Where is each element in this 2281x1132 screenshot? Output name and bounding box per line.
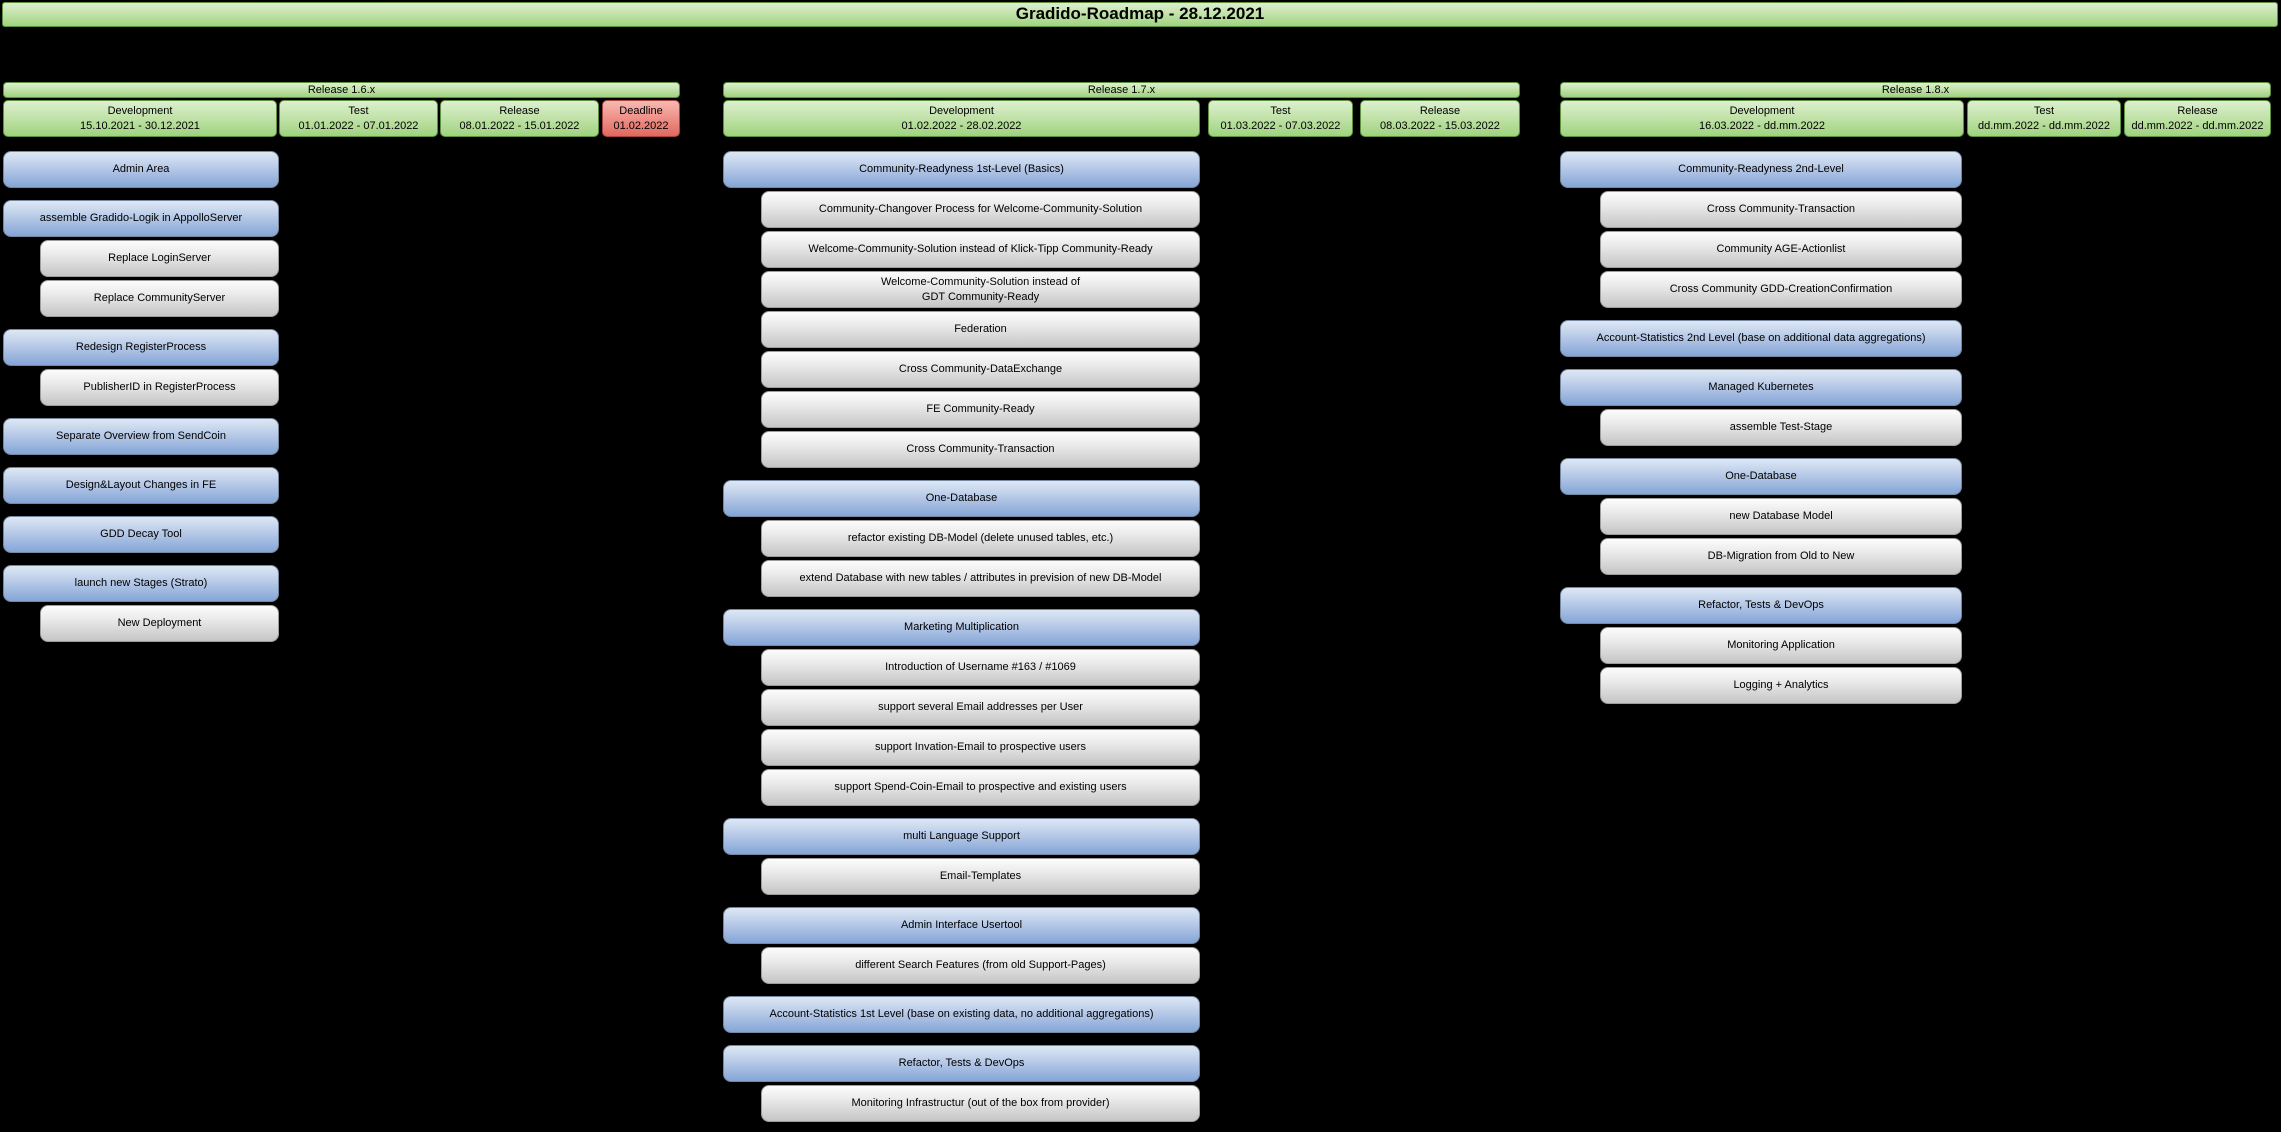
task-subtask: PublisherID in RegisterProcess (40, 369, 279, 406)
phase-label: Development (929, 105, 994, 118)
task-subtask: Replace CommunityServer (40, 280, 279, 317)
phase-dates: 15.10.2021 - 30.12.2021 (80, 119, 200, 132)
task-feature: Managed Kubernetes (1560, 369, 1962, 406)
phase-label: Release (2177, 105, 2218, 118)
task-feature: One-Database (723, 480, 1200, 517)
phase-label: Test (2033, 105, 2055, 118)
task-feature: assemble Gradido-Logik in AppolloServer (3, 200, 279, 237)
task-subtask: New Deployment (40, 605, 279, 642)
task-subtask: assemble Test-Stage (1600, 409, 1962, 446)
task-feature: Redesign RegisterProcess (3, 329, 279, 366)
task-feature: Community-Readyness 2nd-Level (1560, 151, 1962, 188)
phase-dates: dd.mm.2022 - dd.mm.2022 (2131, 119, 2264, 132)
task-feature: Marketing Multiplication (723, 609, 1200, 646)
phase-dates: 16.03.2022 - dd.mm.2022 (1699, 119, 1825, 132)
task-feature: Admin Interface Usertool (723, 907, 1200, 944)
release-header: Release 1.7.x (723, 82, 1520, 98)
phase-dates: 01.02.2022 - 28.02.2022 (901, 119, 1022, 132)
task-feature: Design&Layout Changes in FE (3, 467, 279, 504)
task-subtask: Replace LoginServer (40, 240, 279, 277)
phase-dates: 01.01.2022 - 07.01.2022 (298, 119, 419, 132)
task-feature: Account-Statistics 1st Level (base on ex… (723, 996, 1200, 1033)
phase-dates: 01.03.2022 - 07.03.2022 (1220, 119, 1341, 132)
task-subtask: Monitoring Infrastructur (out of the box… (761, 1085, 1200, 1122)
task-subtask: support several Email addresses per User (761, 689, 1200, 726)
task-subtask: Cross Community-Transaction (1600, 191, 1962, 228)
task-subtask: Federation (761, 311, 1200, 348)
task-subtask: Community AGE-Actionlist (1600, 231, 1962, 268)
phase-label: Deadline (619, 105, 663, 118)
task-subtask: DB-Migration from Old to New (1600, 538, 1962, 575)
task-subtask: Cross Community-Transaction (761, 431, 1200, 468)
task-subtask: Email-Templates (761, 858, 1200, 895)
roadmap-title: Gradido-Roadmap - 28.12.2021 (2, 2, 2278, 27)
task-subtask: support Spend-Coin-Email to prospective … (761, 769, 1200, 806)
task-feature: Admin Area (3, 151, 279, 188)
task-feature: Community-Readyness 1st-Level (Basics) (723, 151, 1200, 188)
task-subtask: FE Community-Ready (761, 391, 1200, 428)
phase-dates: 08.01.2022 - 15.01.2022 (459, 119, 580, 132)
task-feature: Account-Statistics 2nd Level (base on ad… (1560, 320, 1962, 357)
phase-dates: 08.03.2022 - 15.03.2022 (1380, 119, 1500, 132)
task-subtask: different Search Features (from old Supp… (761, 947, 1200, 984)
phase-label: Test (348, 105, 369, 118)
task-feature: Separate Overview from SendCoin (3, 418, 279, 455)
release-header: Release 1.6.x (3, 82, 680, 98)
phase-label: Test (1270, 105, 1291, 118)
task-subtask: support Invation-Email to prospective us… (761, 729, 1200, 766)
task-subtask: Cross Community-DataExchange (761, 351, 1200, 388)
task-subtask: extend Database with new tables / attrib… (761, 560, 1200, 597)
task-feature: Refactor, Tests & DevOps (1560, 587, 1962, 624)
task-feature: launch new Stages (Strato) (3, 565, 279, 602)
task-subtask: Cross Community GDD-CreationConfirmation (1600, 271, 1962, 308)
task-subtask: Monitoring Application (1600, 627, 1962, 664)
phase-label: Development (107, 105, 173, 118)
task-subtask: Welcome-Community-Solution instead of Kl… (761, 231, 1200, 268)
release-header: Release 1.8.x (1560, 82, 2271, 98)
task-feature: multi Language Support (723, 818, 1200, 855)
task-feature: Refactor, Tests & DevOps (723, 1045, 1200, 1082)
task-subtask: Introduction of Username #163 / #1069 (761, 649, 1200, 686)
phase-label: Development (1729, 105, 1795, 118)
task-feature: One-Database (1560, 458, 1962, 495)
task-subtask: Welcome-Community-Solution instead of GD… (761, 271, 1200, 308)
phase-dates: 01.02.2022 (613, 119, 669, 132)
task-feature: GDD Decay Tool (3, 516, 279, 553)
phase-label: Release (499, 105, 540, 118)
task-subtask: Community-Changover Process for Welcome-… (761, 191, 1200, 228)
task-subtask: new Database Model (1600, 498, 1962, 535)
phase-label: Release (1419, 105, 1461, 118)
task-subtask: refactor existing DB-Model (delete unuse… (761, 520, 1200, 557)
task-subtask: Logging + Analytics (1600, 667, 1962, 704)
phase-dates: dd.mm.2022 - dd.mm.2022 (1977, 119, 2111, 132)
